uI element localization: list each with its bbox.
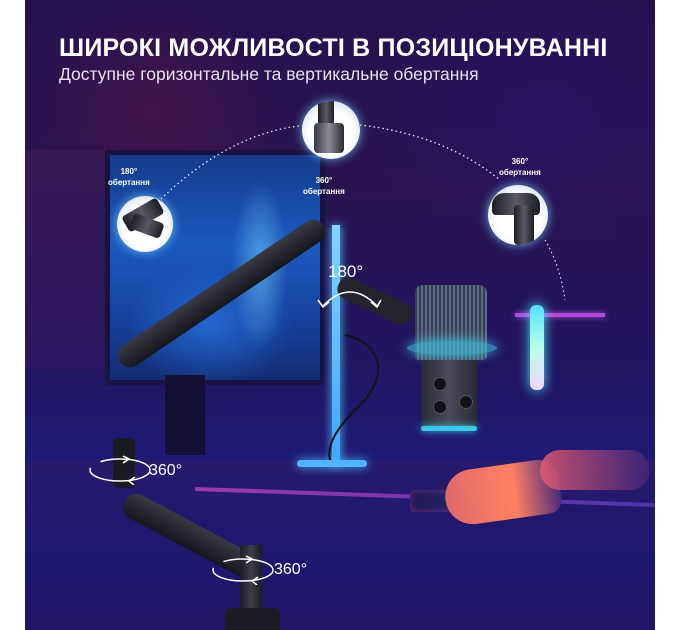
hand-right xyxy=(540,450,650,490)
neon-light-bar xyxy=(530,305,544,390)
monitor-stand xyxy=(165,375,205,455)
banner-title: ШИРОКІ МОЖЛИВОСТІ В ПОЗИЦІОНУВАННІ xyxy=(59,34,608,62)
mic-knob-top xyxy=(433,377,447,391)
neon-light-base xyxy=(297,460,367,467)
callout-2-text: обертання xyxy=(303,187,345,196)
mic-knob-bottom xyxy=(433,400,447,414)
rotation-360-elbow-label: 360° xyxy=(149,462,183,479)
callout-2-label: 360° обертання xyxy=(303,175,345,197)
desk-clamp xyxy=(225,608,280,630)
callout-3-text: обертання xyxy=(499,168,541,177)
callout-3-angle: 360° xyxy=(511,157,529,166)
background-monitor xyxy=(25,150,105,370)
banner-subtitle: Доступне горизонтальне та вертикальне об… xyxy=(59,64,479,84)
callout-2-closeup-icon xyxy=(302,101,360,159)
mic-knob-side xyxy=(459,395,473,409)
callout-3-label: 360° обертання xyxy=(499,156,541,178)
mic-base-glow xyxy=(421,426,477,431)
rotation-180-label: 180° xyxy=(328,262,364,281)
callout-3-closeup-icon xyxy=(488,185,548,245)
callout-1-closeup-icon xyxy=(117,196,173,252)
rotate-ccw-icon xyxy=(212,555,274,585)
rotation-360-base-label: 360° xyxy=(274,561,308,578)
product-banner: ШИРОКІ МОЖЛИВОСТІ В ПОЗИЦІОНУВАННІ Досту… xyxy=(25,0,655,630)
callout-1-text: обертання xyxy=(108,178,150,187)
rotate-ccw-icon xyxy=(89,455,151,485)
tilt-arrows-icon xyxy=(317,291,382,309)
callout-2-angle: 360° xyxy=(315,176,333,185)
mic-led-ring xyxy=(407,341,497,355)
callout-1-label: 180° обертання xyxy=(108,166,150,188)
neon-shelf xyxy=(515,313,605,317)
neon-light-pole xyxy=(332,225,340,465)
microphone xyxy=(407,285,497,435)
callout-1-angle: 180° xyxy=(120,167,138,176)
